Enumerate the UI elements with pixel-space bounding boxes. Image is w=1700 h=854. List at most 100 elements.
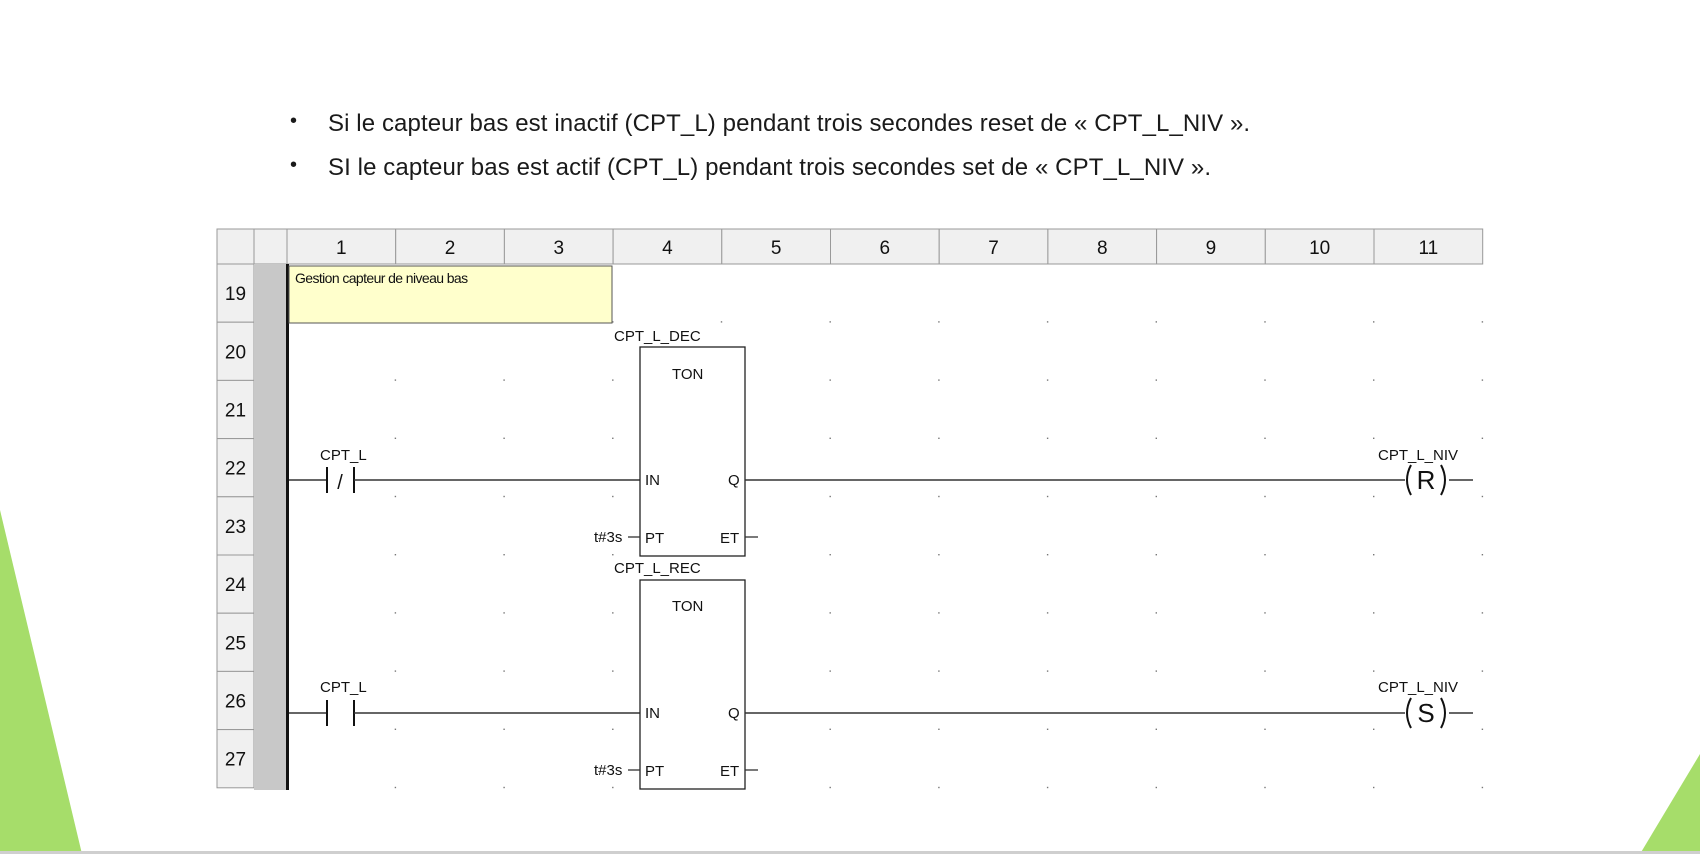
grid-dot <box>1481 495 1484 498</box>
grid-dot <box>503 670 505 672</box>
column-header-label: 1 <box>336 238 347 259</box>
column-header-cell[interactable] <box>1373 228 1484 265</box>
row-header-cell[interactable] <box>216 729 255 789</box>
grid-dot <box>829 437 831 439</box>
grid-dot <box>1481 728 1484 730</box>
bullet-item-set: • SI le capteur bas est actif (CPT_L) pe… <box>282 154 1250 198</box>
grid-dot <box>612 437 614 439</box>
grid-dot <box>1481 554 1484 556</box>
grid-dot <box>1046 379 1049 381</box>
grid-dot <box>1155 786 1157 789</box>
row-header-label: 25 <box>225 633 246 654</box>
bullet-text: SI le capteur bas est actif (CPT_L) pend… <box>328 154 1212 181</box>
grid-dot <box>1373 728 1375 730</box>
grid-dot <box>829 786 831 789</box>
grid-dot <box>1264 554 1266 556</box>
grid-dot <box>612 728 614 730</box>
grid-dot <box>1155 554 1157 556</box>
grid-dot <box>1373 612 1375 614</box>
grid-dot <box>1481 670 1484 672</box>
ton-timer-block[interactable] <box>639 579 746 790</box>
grid-dot <box>1481 379 1484 381</box>
grid-dot <box>1264 437 1266 439</box>
column-header-label: 10 <box>1309 238 1330 259</box>
grid-dot <box>1155 321 1157 323</box>
column-header-cell[interactable] <box>395 228 505 265</box>
grid-dot <box>829 670 831 672</box>
grid-dots <box>394 321 1484 789</box>
pin-q: Q <box>728 472 740 489</box>
set-coil[interactable]: S <box>1406 697 1446 729</box>
row-header-label: 21 <box>225 401 246 422</box>
rung-set: CPT_L CPT_L_REC TON IN Q PT ET t#3s S CP… <box>289 560 1473 790</box>
grid-dot <box>1264 786 1266 789</box>
grid-dot <box>503 495 505 498</box>
column-header-cell[interactable] <box>1156 228 1266 265</box>
grid-dot <box>612 379 614 381</box>
grid-dot <box>1046 437 1049 439</box>
grid-dot <box>1155 670 1157 672</box>
pin-in: IN <box>645 472 660 489</box>
rung-reset: / CPT_L CPT_L_DEC TON IN Q PT ET t#3s R … <box>289 328 1473 557</box>
grid-dot <box>1264 728 1266 730</box>
grid-dot <box>612 554 614 556</box>
grid-dot <box>612 612 614 614</box>
grid-dot <box>1155 495 1157 498</box>
column-header-cell[interactable] <box>938 228 1049 265</box>
grid-dot <box>1373 379 1375 381</box>
grid-dot <box>394 612 397 614</box>
column-header-cell[interactable] <box>1047 228 1158 265</box>
grid-dot <box>938 495 940 498</box>
row-header-cell[interactable] <box>216 321 255 381</box>
comment-box[interactable] <box>288 265 613 324</box>
reset-coil[interactable]: R <box>1406 464 1446 496</box>
grid-dot <box>612 321 614 323</box>
row-header-cell[interactable] <box>216 379 255 440</box>
grid-dot <box>1373 437 1375 439</box>
column-header-cell[interactable] <box>612 228 723 265</box>
timer-type: TON <box>672 366 703 383</box>
column-header-cell[interactable] <box>830 228 940 265</box>
column-header-label: 2 <box>445 238 456 259</box>
grid-dot <box>720 321 723 323</box>
column-header-cell[interactable] <box>286 228 397 265</box>
row-header-label: 23 <box>225 517 246 538</box>
grid-dot <box>1373 321 1375 323</box>
grid-dot <box>938 728 940 730</box>
row-header-label: 26 <box>225 692 246 713</box>
grid-dot <box>1481 321 1484 323</box>
grid-dot <box>503 437 505 439</box>
left-accent-triangle <box>0 510 82 854</box>
row-header-cell[interactable] <box>216 438 255 498</box>
pin-et: ET <box>720 530 739 547</box>
row-header-cell[interactable] <box>216 670 255 731</box>
grid-dot <box>829 321 831 323</box>
grid-dot <box>503 554 505 556</box>
grid-dot <box>829 728 831 730</box>
bullet-list: • Si le capteur bas est inactif (CPT_L) … <box>282 110 1250 198</box>
grid-dot <box>394 670 397 672</box>
grid-dot <box>612 495 614 498</box>
grid-dot <box>1046 670 1049 672</box>
contact-normally-open[interactable] <box>326 700 355 726</box>
column-header-label: 3 <box>553 238 564 259</box>
grid-dot <box>1373 495 1375 498</box>
grid-dot <box>1155 728 1157 730</box>
grid-dot <box>1155 612 1157 614</box>
contact-label: CPT_L <box>320 679 367 696</box>
grid-dot <box>938 786 940 789</box>
column-header-cell[interactable] <box>503 228 614 265</box>
left-power-rail <box>286 264 289 790</box>
column-header-cell[interactable] <box>721 228 831 265</box>
grid-dot <box>394 728 397 730</box>
preset-value[interactable]: t#3s <box>594 529 622 546</box>
grid-dot <box>938 321 940 323</box>
preset-value[interactable]: t#3s <box>594 762 622 779</box>
contact-normally-closed[interactable]: / <box>326 467 355 494</box>
row-header-cell[interactable] <box>216 496 255 556</box>
bullet-item-reset: • Si le capteur bas est inactif (CPT_L) … <box>282 110 1250 154</box>
ton-timer-block[interactable] <box>639 346 746 557</box>
row-header-cell[interactable] <box>216 554 255 614</box>
grid-dot <box>938 554 940 556</box>
